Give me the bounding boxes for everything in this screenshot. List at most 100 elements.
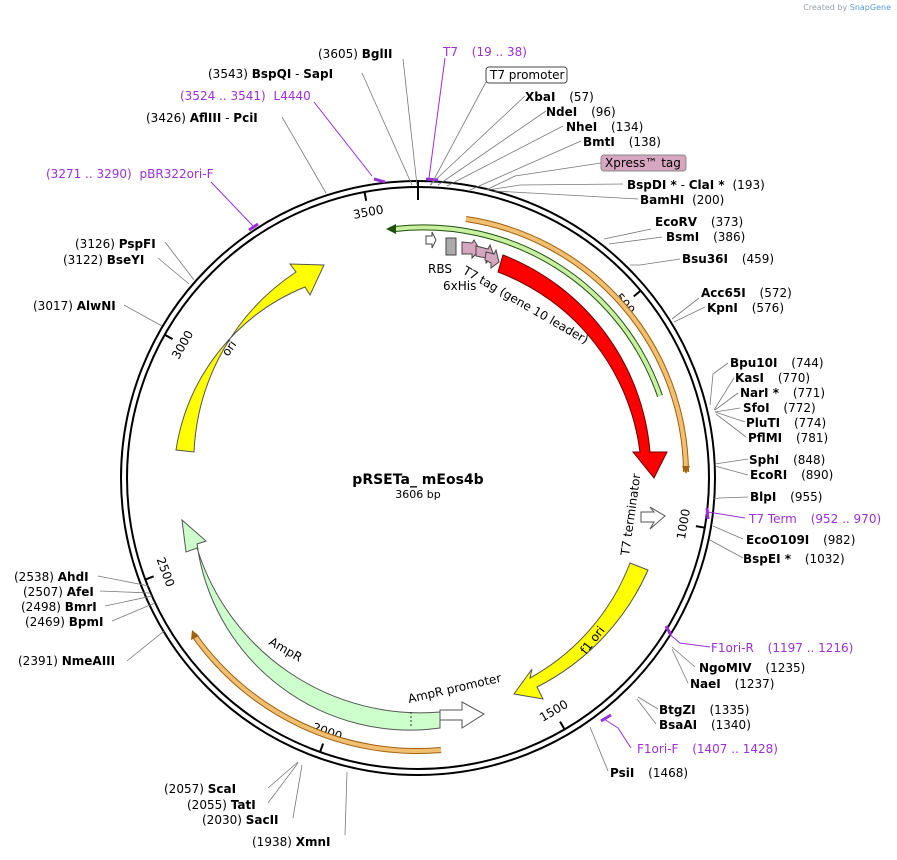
site-bseyi: BseYI [107,253,145,267]
site-bmri: BmrI [65,600,97,614]
ori-feature[interactable] [175,263,325,453]
svg-text:(2057) ScaI: (2057) ScaI [164,782,236,796]
tick-label-1500: 1500 [537,697,570,724]
t7-terminator-label: T7 terminator [618,473,644,558]
site-pos-xmni: (1938) [252,835,292,849]
svg-text:SfoI (772): SfoI (772) [743,401,816,415]
svg-text:BsaAI (1340): BsaAI (1340) [659,718,751,732]
site-sapi: SapI [303,67,333,81]
svg-text:(2469) BpmI: (2469) BpmI [25,615,103,629]
site-bspei: BspEI * [743,552,792,566]
svg-text:(3426) AflIII - PciI: (3426) AflIII - PciI [146,111,258,125]
site-clai: ClaI * [689,178,726,192]
site-psii: PsiI [610,766,634,780]
t7-promoter-box[interactable] [485,66,568,84]
svg-text:BtgZI (1335): BtgZI (1335) [659,703,749,717]
ampr-feature[interactable] [181,518,441,731]
site-pos-bspqi: (3543) [208,67,248,81]
primer-t7: T7 [442,45,458,59]
svg-text:(2055) TatI: (2055) TatI [187,798,256,812]
ampr-promoter-feature[interactable] [439,701,485,729]
svg-text:EcoRI (890): EcoRI (890) [750,468,833,482]
site-bpmi: BpmI [69,615,104,629]
site-bsaai: BsaAI [659,718,697,732]
tick-label-1000: 1000 [674,508,693,540]
svg-text:(1938) XmnI: (1938) XmnI [252,835,331,849]
primer-l4440: L4440 [274,89,311,103]
site-bmti: BmtI [583,135,615,149]
site-pos-nmeaiii: (2391) [18,654,58,668]
xpress-tag-feature[interactable] [484,248,500,269]
site-pos-bpmi: (2469) [25,615,65,629]
site-pflmi: PflMI [748,431,782,445]
site-acc65i: Acc65I [701,286,746,300]
orf-arc [465,217,688,473]
f1-ori-feature[interactable] [513,562,649,700]
plasmid-length: 3606 bp [395,488,440,501]
site-xbai: XbaI [525,90,555,104]
svg-text:NarI * (771): NarI * (771) [740,386,825,400]
svg-text:Bpu10I (744): Bpu10I (744) [730,356,824,370]
svg-text:BspDI * - ClaI * (193): BspDI * - ClaI * (193) [627,178,765,192]
site-sphi: SphI [749,453,779,467]
svg-text:KpnI (576): KpnI (576) [707,301,784,315]
primer-leaders [210,57,746,749]
site-pos-btgzi: (1335) [709,703,749,717]
rbs-feature[interactable] [425,231,437,249]
6xhis-label: 6xHis [443,279,476,293]
site-pos-bseyi: (3122) [63,253,103,267]
primer-f1ori-f: F1ori-F [637,742,678,756]
site-pos-ahdi: (2538) [14,570,54,584]
site-pos-kasi: (770) [778,371,810,385]
svg-text:EcoO109I (982): EcoO109I (982) [746,533,855,547]
orf-green-arc [394,225,662,397]
svg-text:NheI (134): NheI (134) [566,120,643,134]
ampr-orf-arrow [191,630,199,640]
primer-l4440-range: (3524 .. 3541) [180,89,266,103]
site-pos-pluti: (774) [794,416,826,430]
site-pos-bspei: (1032) [805,552,845,566]
svg-text:PflMI (781): PflMI (781) [748,431,828,445]
primer-t7term: T7 Term [748,512,797,526]
primer-t7term-range: (952 .. 970) [811,512,881,526]
primer-marks [248,177,710,723]
svg-text:NaeI (1237): NaeI (1237) [690,677,774,691]
plasmid-name: pRSETa_ mEos4b [352,472,483,488]
site-pos-xbai: (57) [569,90,594,104]
site-ngomiv: NgoMIV [699,661,752,675]
site-pos-bmti: (138) [629,135,661,149]
t7-promoter-box-feature[interactable] [445,237,457,256]
site-ndei: NdeI [546,105,577,119]
svg-text:NgoMIV (1235): NgoMIV (1235) [699,661,805,675]
leader-lines [97,58,749,836]
site-scai: ScaI [208,782,236,796]
meos4b-feature[interactable] [497,254,668,479]
site-pos-bpu10i: (744) [791,356,823,370]
site-naei: NaeI [690,677,721,691]
xpress-tag-label: Xpress™ tag [605,156,681,170]
site-pos-bamhi: (200) [692,193,724,207]
svg-text:BsmI (386): BsmI (386) [666,230,745,244]
site-pos-afei: (2507) [23,585,63,599]
tick-mark-3500 [363,191,368,201]
site-bglii: BglII [362,47,393,61]
svg-text:PsiI (1468): PsiI (1468) [610,766,688,780]
tick-mark-3000 [164,333,174,341]
site-pos-psii: (1468) [648,766,688,780]
site-pos-sfoi: (772) [783,401,815,415]
tick-mark-2000 [319,743,325,753]
svg-text:PluTI (774): PluTI (774) [746,416,826,430]
site-pos-bsmi: (386) [713,230,745,244]
site-kasi: KasI [735,371,764,385]
site-afei: AfeI [67,585,94,599]
site-pcii: PciI [233,111,258,125]
svg-text:BlpI (955): BlpI (955) [750,490,822,504]
primer-f1ori-f-range: (1407 .. 1428) [692,742,778,756]
t7-promoter-label: T7 promoter [489,68,565,82]
tick-label-3000: 3000 [169,328,196,361]
site-blpi: BlpI [750,490,776,504]
svg-text:BamHI (200): BamHI (200) [640,193,724,207]
t7-terminator-feature[interactable] [640,506,666,530]
site-ahdi: AhdI [58,570,89,584]
